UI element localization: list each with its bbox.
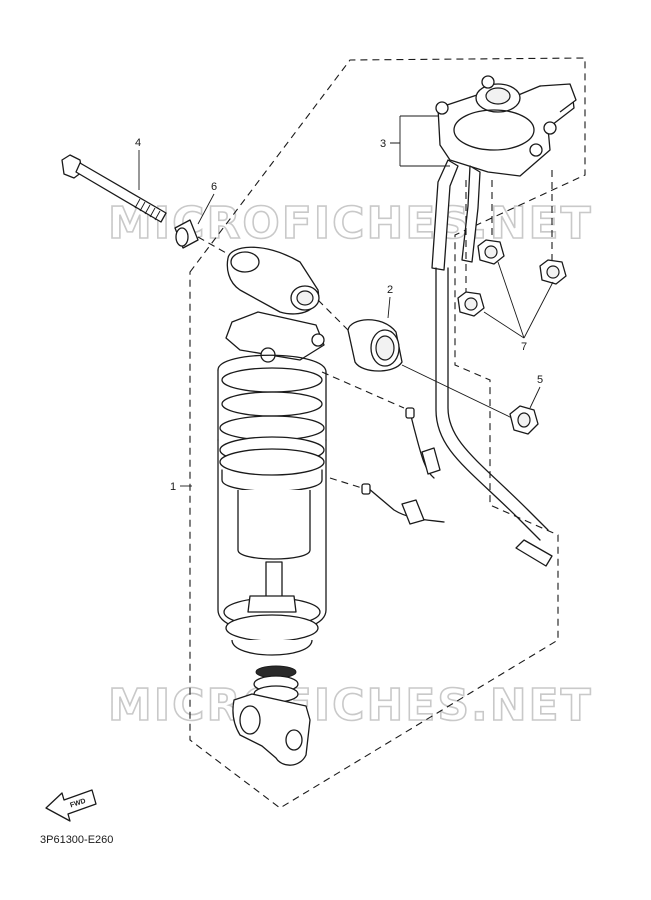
fwd-arrow-icon: FWD (45, 789, 97, 822)
callout-4: 4 (135, 137, 141, 190)
collar-part-2 (347, 319, 403, 372)
svg-text:2: 2 (387, 284, 393, 296)
callout-5: 5 (529, 374, 543, 409)
diagram-code: 3P61300-E260 (40, 834, 113, 846)
bolt-part-4 (61, 154, 167, 223)
callout-3: 3 (380, 115, 450, 167)
svg-text:7: 7 (521, 341, 527, 353)
watermark-bottom: MICROFICHES.NET (108, 680, 593, 731)
callout-7: 7 (483, 261, 554, 353)
nuts-part-7 (457, 239, 567, 317)
callout-1: 1 (170, 481, 192, 493)
callout-2: 2 (387, 284, 393, 319)
svg-text:3: 3 (380, 138, 386, 150)
assembly-boundary-shock (189, 57, 586, 809)
reservoir-hose (361, 267, 553, 567)
shock-absorber-part-1 (217, 246, 327, 766)
callout-6: 6 (197, 181, 217, 225)
svg-text:6: 6 (211, 181, 217, 193)
nut-part-5 (509, 405, 539, 435)
fwd-label: FWD (69, 798, 86, 810)
reservoir-part-3 (431, 75, 577, 271)
collar-part-6 (174, 219, 199, 249)
svg-text:1: 1 (170, 481, 176, 493)
svg-text:4: 4 (135, 137, 141, 149)
svg-text:5: 5 (537, 374, 543, 386)
